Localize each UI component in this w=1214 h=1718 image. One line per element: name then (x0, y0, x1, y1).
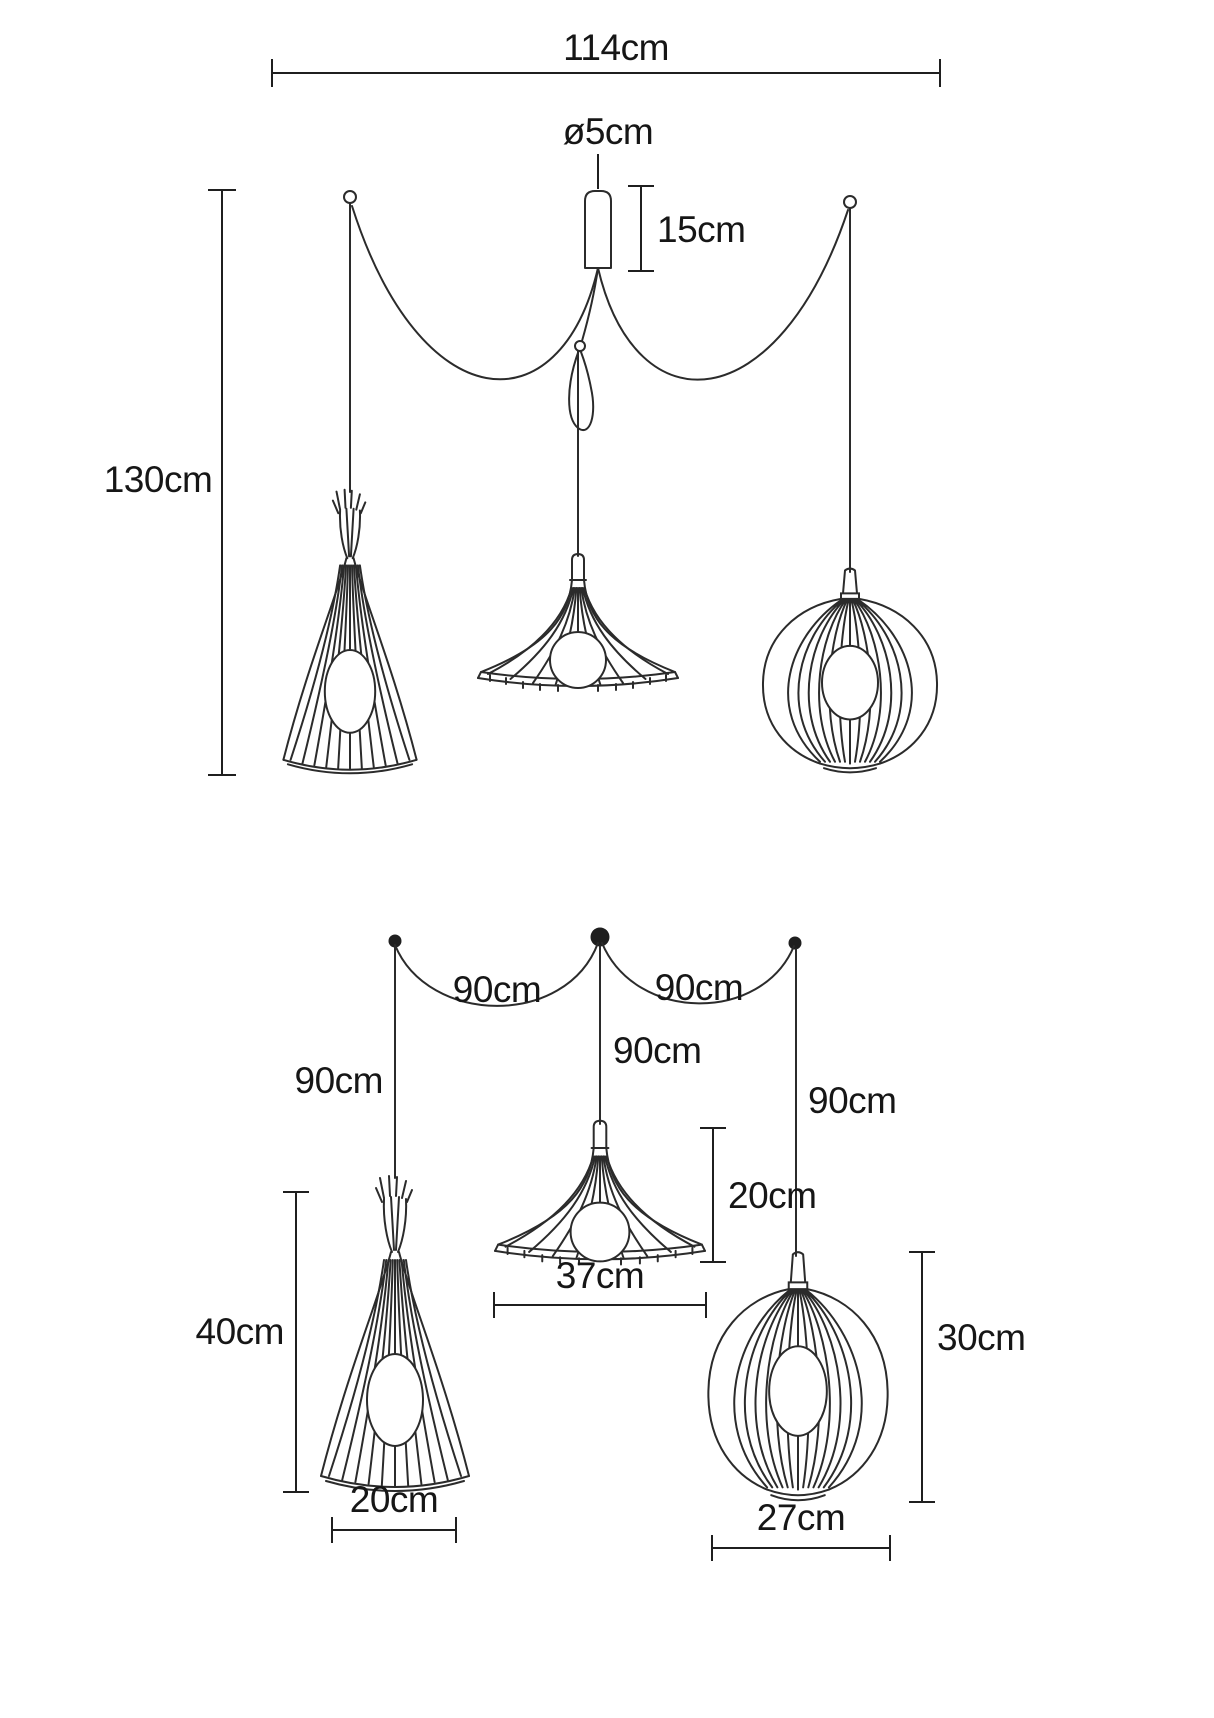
dimension-canopy-height: 15cm (628, 186, 746, 271)
dimension-total-width: 114cm (272, 27, 940, 87)
dimension-canopy-diameter: ø5cm (563, 111, 654, 189)
dimension-globe-width: 27cm (712, 1497, 890, 1561)
globe-shade-bottom-view (707, 1251, 889, 1502)
ceiling-point-left (388, 934, 402, 948)
top-view: 114cm 130cm ø5cm 15cm (104, 27, 940, 775)
trumpet-shade-bottom-view (493, 1119, 707, 1266)
cone-shade-top-view (282, 488, 418, 775)
cone-width-label: 20cm (350, 1479, 438, 1520)
ceiling-point-middle (590, 927, 610, 947)
ceiling-point-right (788, 936, 802, 950)
cables-bottom-view (395, 943, 796, 1256)
total-height-label: 130cm (104, 459, 213, 500)
globe-height-label: 30cm (937, 1317, 1025, 1358)
cable-hook-right (844, 196, 856, 208)
cone-height-label: 40cm (196, 1311, 284, 1352)
drop-middle-label: 90cm (613, 1030, 701, 1071)
drop-left-label: 90cm (295, 1060, 383, 1101)
cable-hook-middle (575, 341, 585, 351)
dimension-trumpet-width: 37cm (494, 1255, 706, 1318)
dimension-trumpet-height: 20cm (700, 1128, 817, 1262)
cable-hook-left (344, 191, 356, 203)
trumpet-height-label: 20cm (728, 1175, 816, 1216)
trumpet-width-label: 37cm (556, 1255, 644, 1296)
ceiling-canopy (585, 191, 611, 268)
trumpet-shade-top-view (477, 553, 679, 692)
span-left-label: 90cm (453, 969, 541, 1010)
total-width-label: 114cm (563, 27, 669, 68)
cone-shade-bottom-view (320, 1175, 470, 1492)
cables-top-view (344, 191, 856, 572)
bottom-view: 90cm 90cm 90cm 90cm 90cm 40cm 20cm (196, 927, 1026, 1562)
canopy-diameter-label: ø5cm (563, 111, 654, 152)
globe-shade-top-view (761, 567, 939, 774)
dimension-total-height: 130cm (104, 190, 236, 775)
canopy-height-label: 15cm (657, 209, 745, 250)
dimension-cone-height: 40cm (196, 1192, 309, 1492)
dimension-globe-height: 30cm (909, 1252, 1026, 1502)
drop-right-label: 90cm (808, 1080, 896, 1121)
span-right-label: 90cm (655, 967, 743, 1008)
dimension-cone-width: 20cm (332, 1479, 456, 1543)
globe-width-label: 27cm (757, 1497, 845, 1538)
